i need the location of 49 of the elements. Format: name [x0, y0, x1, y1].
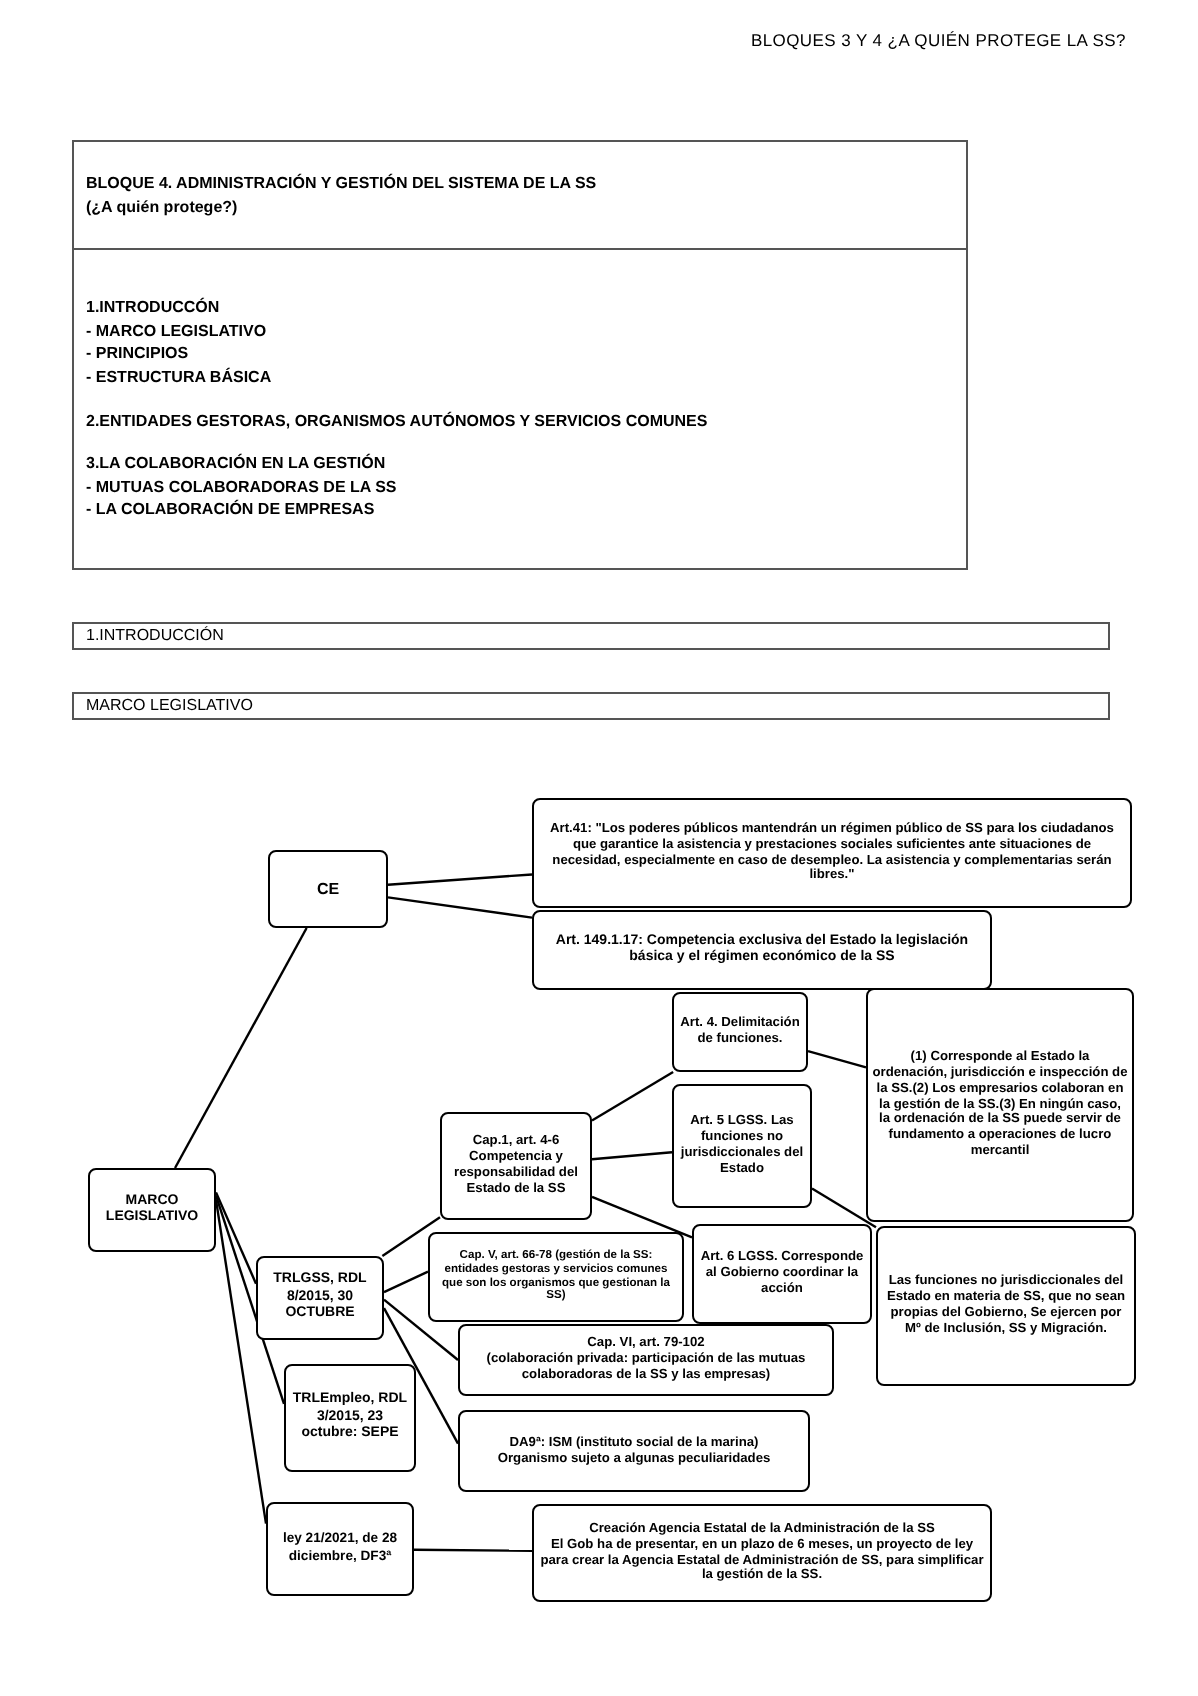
connector-line	[173, 927, 308, 1169]
rounded-box	[866, 988, 1134, 1222]
page-header: BLOQUES 3 Y 4 ¿A QUIÉN PROTEGE LA SS?	[750, 28, 1126, 54]
rounded-box	[532, 1504, 992, 1602]
rounded-box	[268, 850, 388, 928]
outline-text: 3.LA COLABORACIÓN EN LA GESTIÓN	[86, 452, 388, 476]
rounded-box	[672, 992, 808, 1072]
outline-text: - LA COLABORACIÓN DE EMPRESAS	[86, 498, 377, 522]
outline-text: - ESTRUCTURA BÁSICA	[86, 365, 274, 389]
outline-text: 2.ENTIDADES GESTORAS, ORGANISMOS AUTÓNOMOS Y SERVICIOS COMUNES	[86, 409, 710, 433]
rounded-box	[532, 798, 1132, 908]
connector-line	[382, 1307, 460, 1445]
connector-line	[383, 1298, 459, 1361]
rounded-box	[532, 910, 992, 990]
outline-box	[72, 140, 968, 250]
rounded-box	[256, 1256, 384, 1340]
connector-line	[214, 1191, 258, 1285]
rounded-box	[458, 1324, 834, 1396]
connector-line	[591, 1151, 673, 1161]
rounded-box	[88, 1168, 216, 1252]
node-text: MARCO LEGISLATIVO	[86, 696, 253, 716]
rounded-box	[672, 1084, 812, 1208]
rounded-box	[440, 1112, 592, 1220]
rounded-box	[458, 1410, 810, 1492]
node-text: CE	[316, 879, 340, 899]
connector-line	[807, 1049, 867, 1069]
connector-line	[214, 1199, 268, 1524]
rounded-box	[284, 1364, 416, 1472]
node-text: 1.INTRODUCCIÓN	[86, 626, 224, 646]
rounded-box	[428, 1232, 684, 1322]
rounded-box	[692, 1224, 872, 1324]
outline-box	[72, 248, 968, 570]
outline-text: - MARCO LEGISLATIVO	[86, 319, 269, 343]
section-bar	[72, 622, 1110, 650]
connector-line	[383, 1270, 429, 1294]
connector-line	[387, 896, 533, 919]
outline-text: - MUTUAS COLABORADORAS DE LA SS	[86, 475, 399, 499]
outline-text: (¿A quién protege?)	[86, 195, 240, 219]
connector-line	[414, 1548, 532, 1552]
connector-line	[381, 1216, 441, 1257]
outline-text: - PRINCIPIOS	[86, 342, 191, 366]
connector-line	[387, 873, 533, 886]
rounded-box	[266, 1502, 414, 1596]
rounded-box	[876, 1226, 1136, 1386]
section-bar	[72, 692, 1110, 720]
outline-text: BLOQUE 4. ADMINISTRACIÓN Y GESTIÓN DEL SISTEMA DE LA SS	[86, 171, 599, 195]
connector-line	[591, 1070, 674, 1122]
connector-line	[214, 1195, 286, 1405]
outline-text: 1.INTRODUCCÓN	[86, 296, 222, 320]
